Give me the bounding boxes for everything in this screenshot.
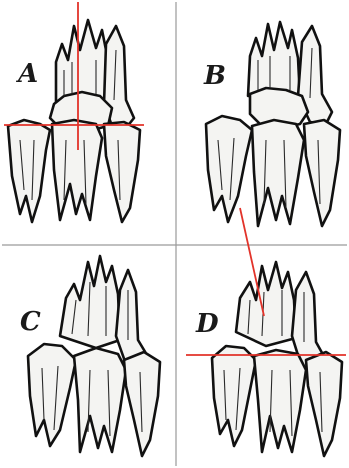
quadrant-a: A bbox=[4, 2, 144, 222]
lower-teeth-b bbox=[206, 116, 340, 226]
upper-teeth-b bbox=[248, 22, 332, 128]
quadrant-label-a: A bbox=[15, 59, 38, 89]
quadrant-d: D bbox=[186, 262, 346, 456]
quadrant-label-b: B bbox=[203, 61, 226, 91]
lower-teeth-d bbox=[212, 346, 342, 456]
quadrant-b: B bbox=[203, 22, 340, 226]
quadrant-label-c: C bbox=[20, 307, 41, 337]
quadrant-c: C bbox=[20, 256, 160, 456]
lower-teeth-a bbox=[8, 120, 140, 222]
quadrant-label-d: D bbox=[195, 309, 219, 339]
upper-teeth-a bbox=[50, 20, 134, 132]
lower-teeth-c bbox=[28, 344, 160, 456]
